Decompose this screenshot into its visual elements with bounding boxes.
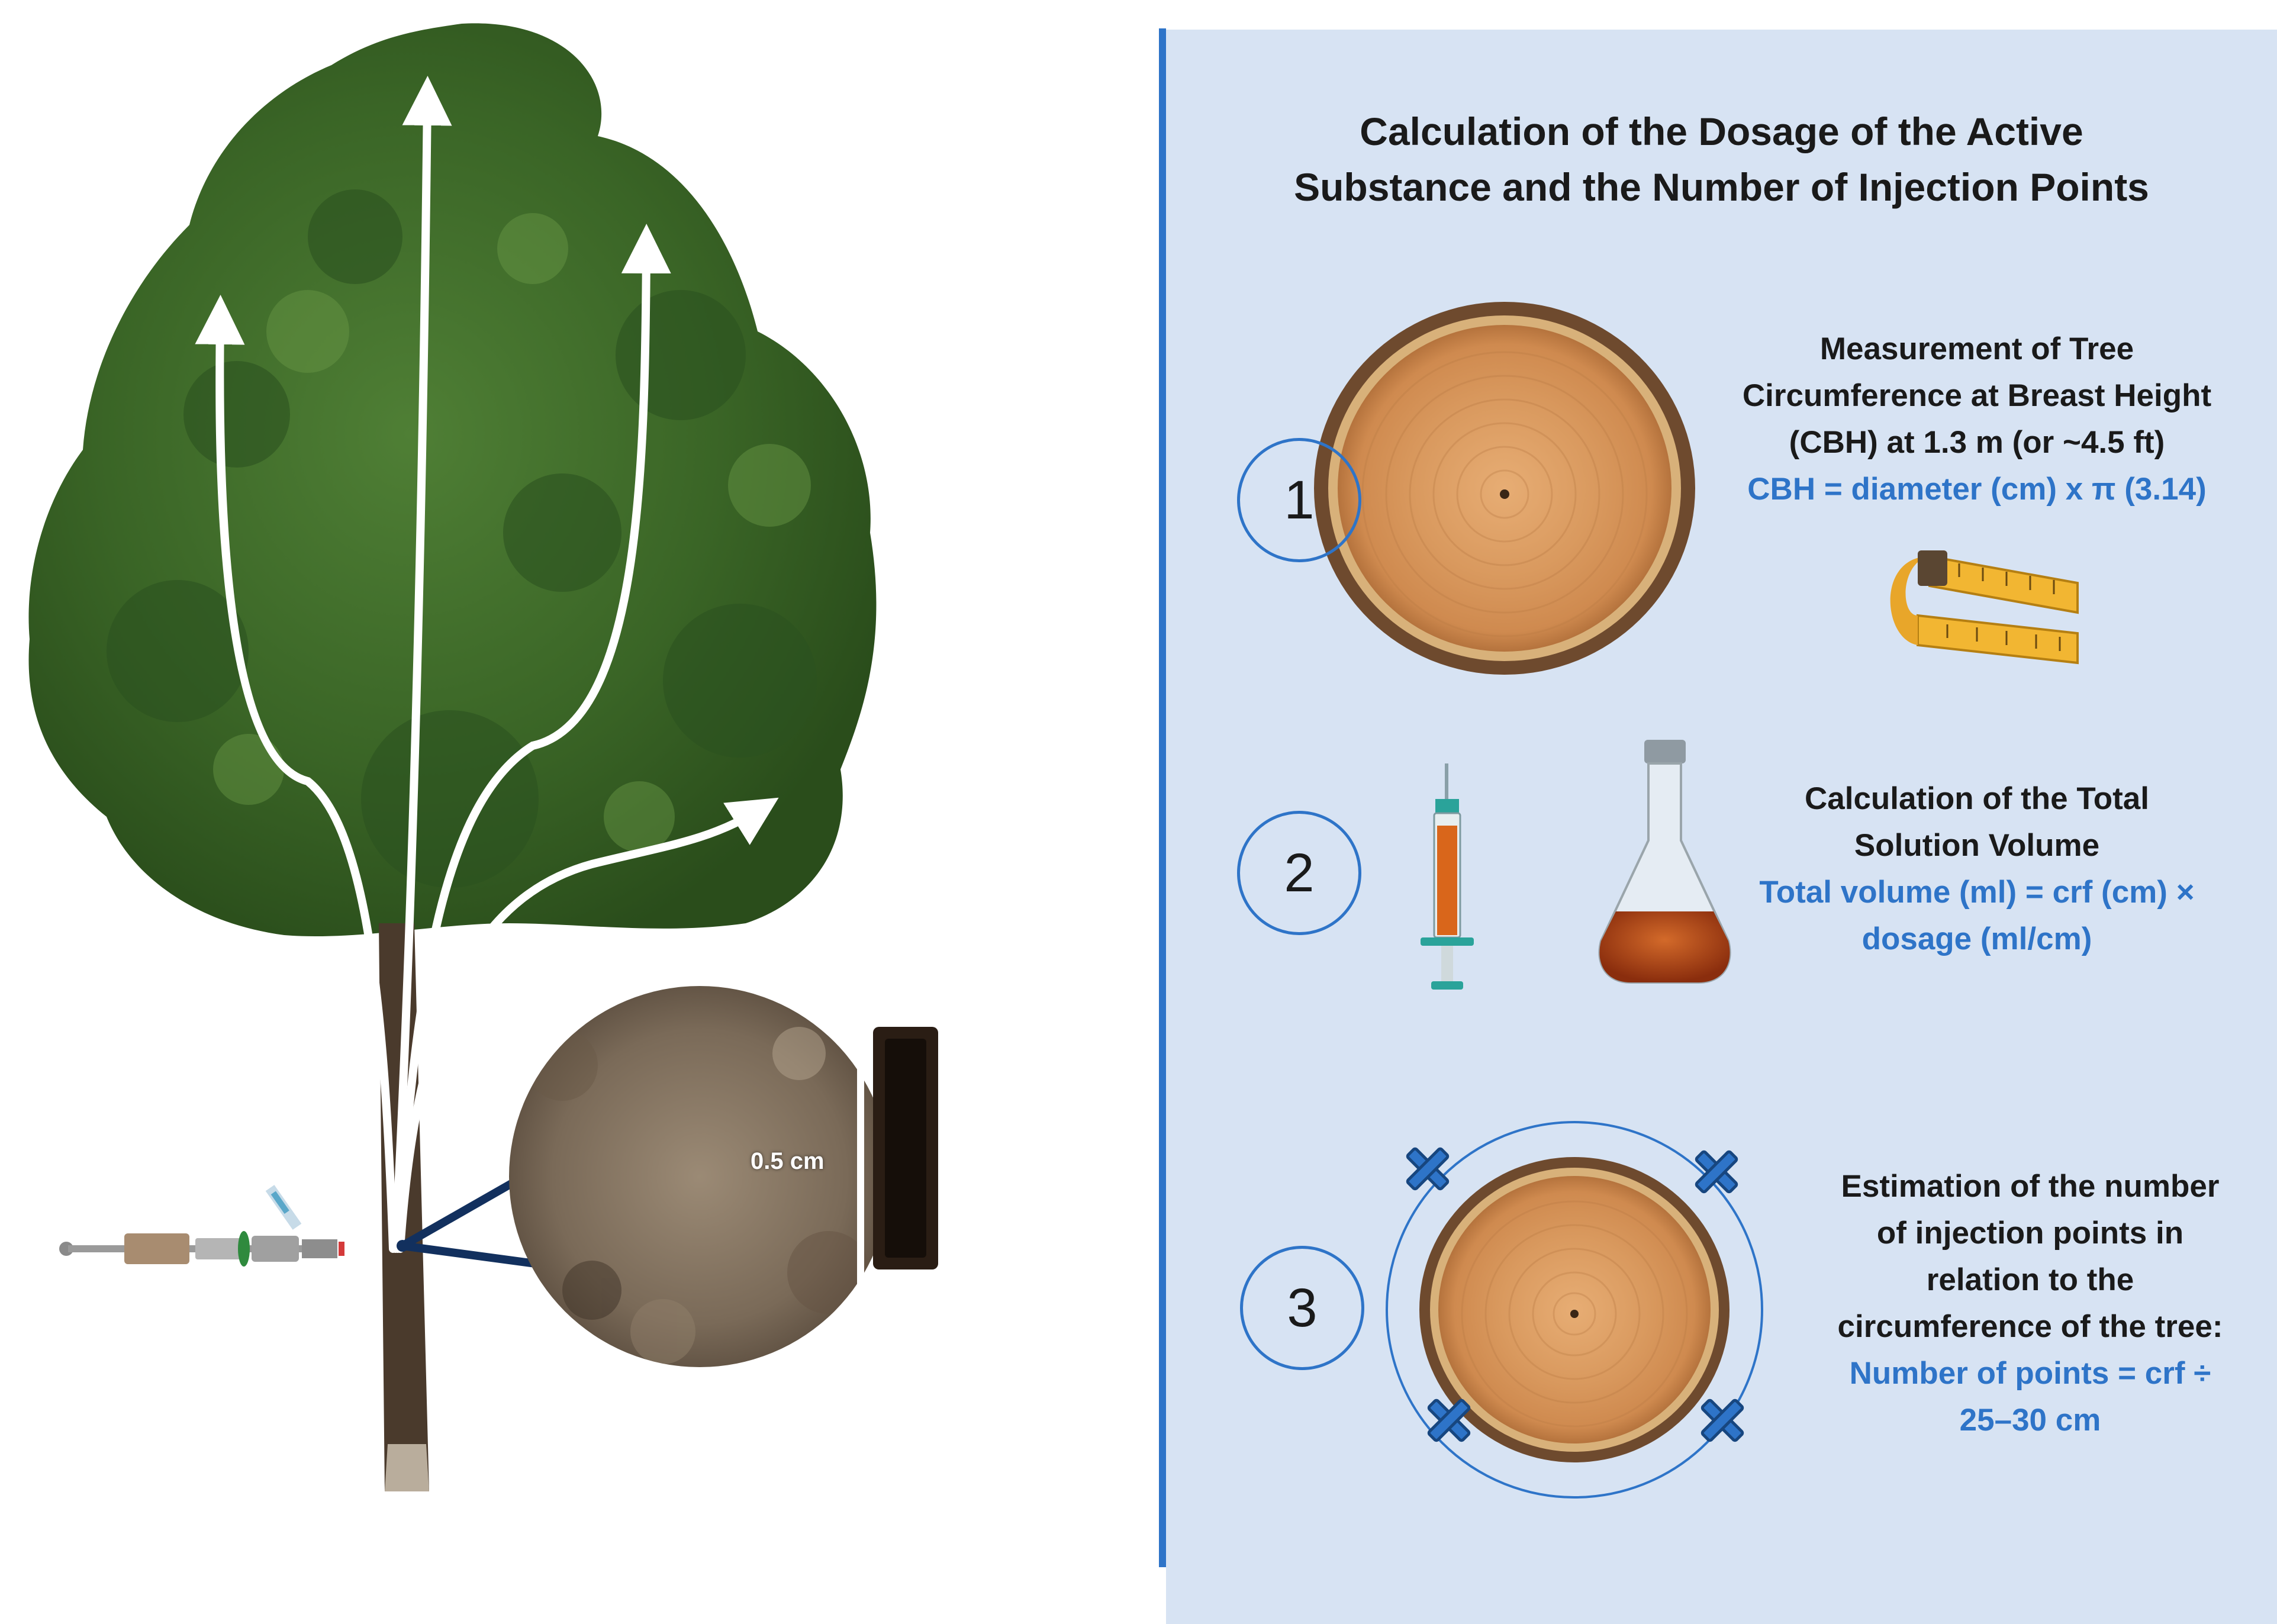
bark-closeup-image (509, 986, 938, 1367)
step-2-number: 2 (1237, 811, 1361, 935)
tree-cross-section-icon (1314, 302, 1695, 675)
scale-bar (857, 1030, 864, 1290)
injector-device-icon (59, 1185, 344, 1267)
step-2-heading-line: Calculation of the Total (1804, 781, 2150, 816)
step-3-heading-line: relation to the (1926, 1262, 2134, 1297)
injection-point-marker-icon (1427, 1399, 1471, 1442)
injection-point-marker-icon (1700, 1399, 1744, 1442)
trunk-base (385, 1444, 429, 1491)
step-2-formula: dosage (ml/cm) (1861, 921, 2092, 956)
injection-point-marker-icon (1695, 1150, 1738, 1194)
tree-illustration-panel: 0.5 cm (28, 23, 938, 1491)
flow-arrow-icon (394, 224, 671, 1253)
step-3-text: Estimation of the number of injection po… (1817, 1163, 2243, 1443)
injection-point-dot (397, 1240, 408, 1252)
tree-cross-section-icon (1386, 1121, 1763, 1499)
step-3-formula: 25–30 cm (1959, 1403, 2101, 1438)
tree-canopy (28, 23, 877, 937)
tree-illustration (28, 23, 938, 1491)
step-1-heading-line: Circumference at Breast Height (1742, 378, 2212, 413)
calculation-graphics (1314, 302, 2079, 1499)
panel-divider (1159, 28, 1166, 1567)
tape-measure-icon (1890, 550, 2079, 665)
step-2-formula: Total volume (ml) = crf (cm) × (1759, 875, 2195, 910)
step-2-heading-line: Solution Volume (1854, 828, 2100, 863)
panel-title: Calculation of the Dosage of the Active … (1166, 104, 2277, 215)
step-2-text: Calculation of the Total Solution Volume… (1722, 775, 2231, 962)
sap-flow-arrows (195, 76, 779, 1253)
flow-arrow-icon (396, 797, 779, 1253)
step-1-heading-line: (CBH) at 1.3 m (or ~4.5 ft) (1789, 425, 2165, 460)
flow-arrow-icon (195, 295, 397, 1253)
panel-title-line-1: Calculation of the Dosage of the Active (1360, 109, 2083, 153)
step-1-number: 1 (1237, 438, 1361, 562)
step-3-number: 3 (1240, 1246, 1364, 1370)
circumference-ring (1386, 1121, 1763, 1499)
step-3-heading-line: circumference of the tree: (1837, 1309, 2223, 1344)
calculation-panel: Calculation of the Dosage of the Active … (1166, 30, 2277, 1624)
step-3-heading-line: of injection points in (1876, 1216, 2184, 1251)
syringe-icon (1421, 763, 1474, 990)
flow-arrow-icon (391, 76, 452, 1253)
injection-points (1406, 1147, 1744, 1442)
canopy-highlights (213, 213, 811, 852)
step-1-formula: CBH = diameter (cm) x π (3.14) (1747, 472, 2207, 507)
step-1-heading-line: Measurement of Tree (1819, 331, 2134, 366)
step-3-heading-line: Estimation of the number (1841, 1169, 2220, 1204)
injection-point-marker-icon (1406, 1147, 1450, 1191)
step-1-text: Measurement of Tree Circumference at Bre… (1722, 326, 2231, 513)
panel-title-line-2: Substance and the Number of Injection Po… (1294, 165, 2149, 209)
step-3-formula: Number of points = crf ÷ (1849, 1356, 2211, 1391)
scale-label: 0.5 cm (751, 1148, 825, 1174)
flask-icon (1598, 740, 1731, 984)
